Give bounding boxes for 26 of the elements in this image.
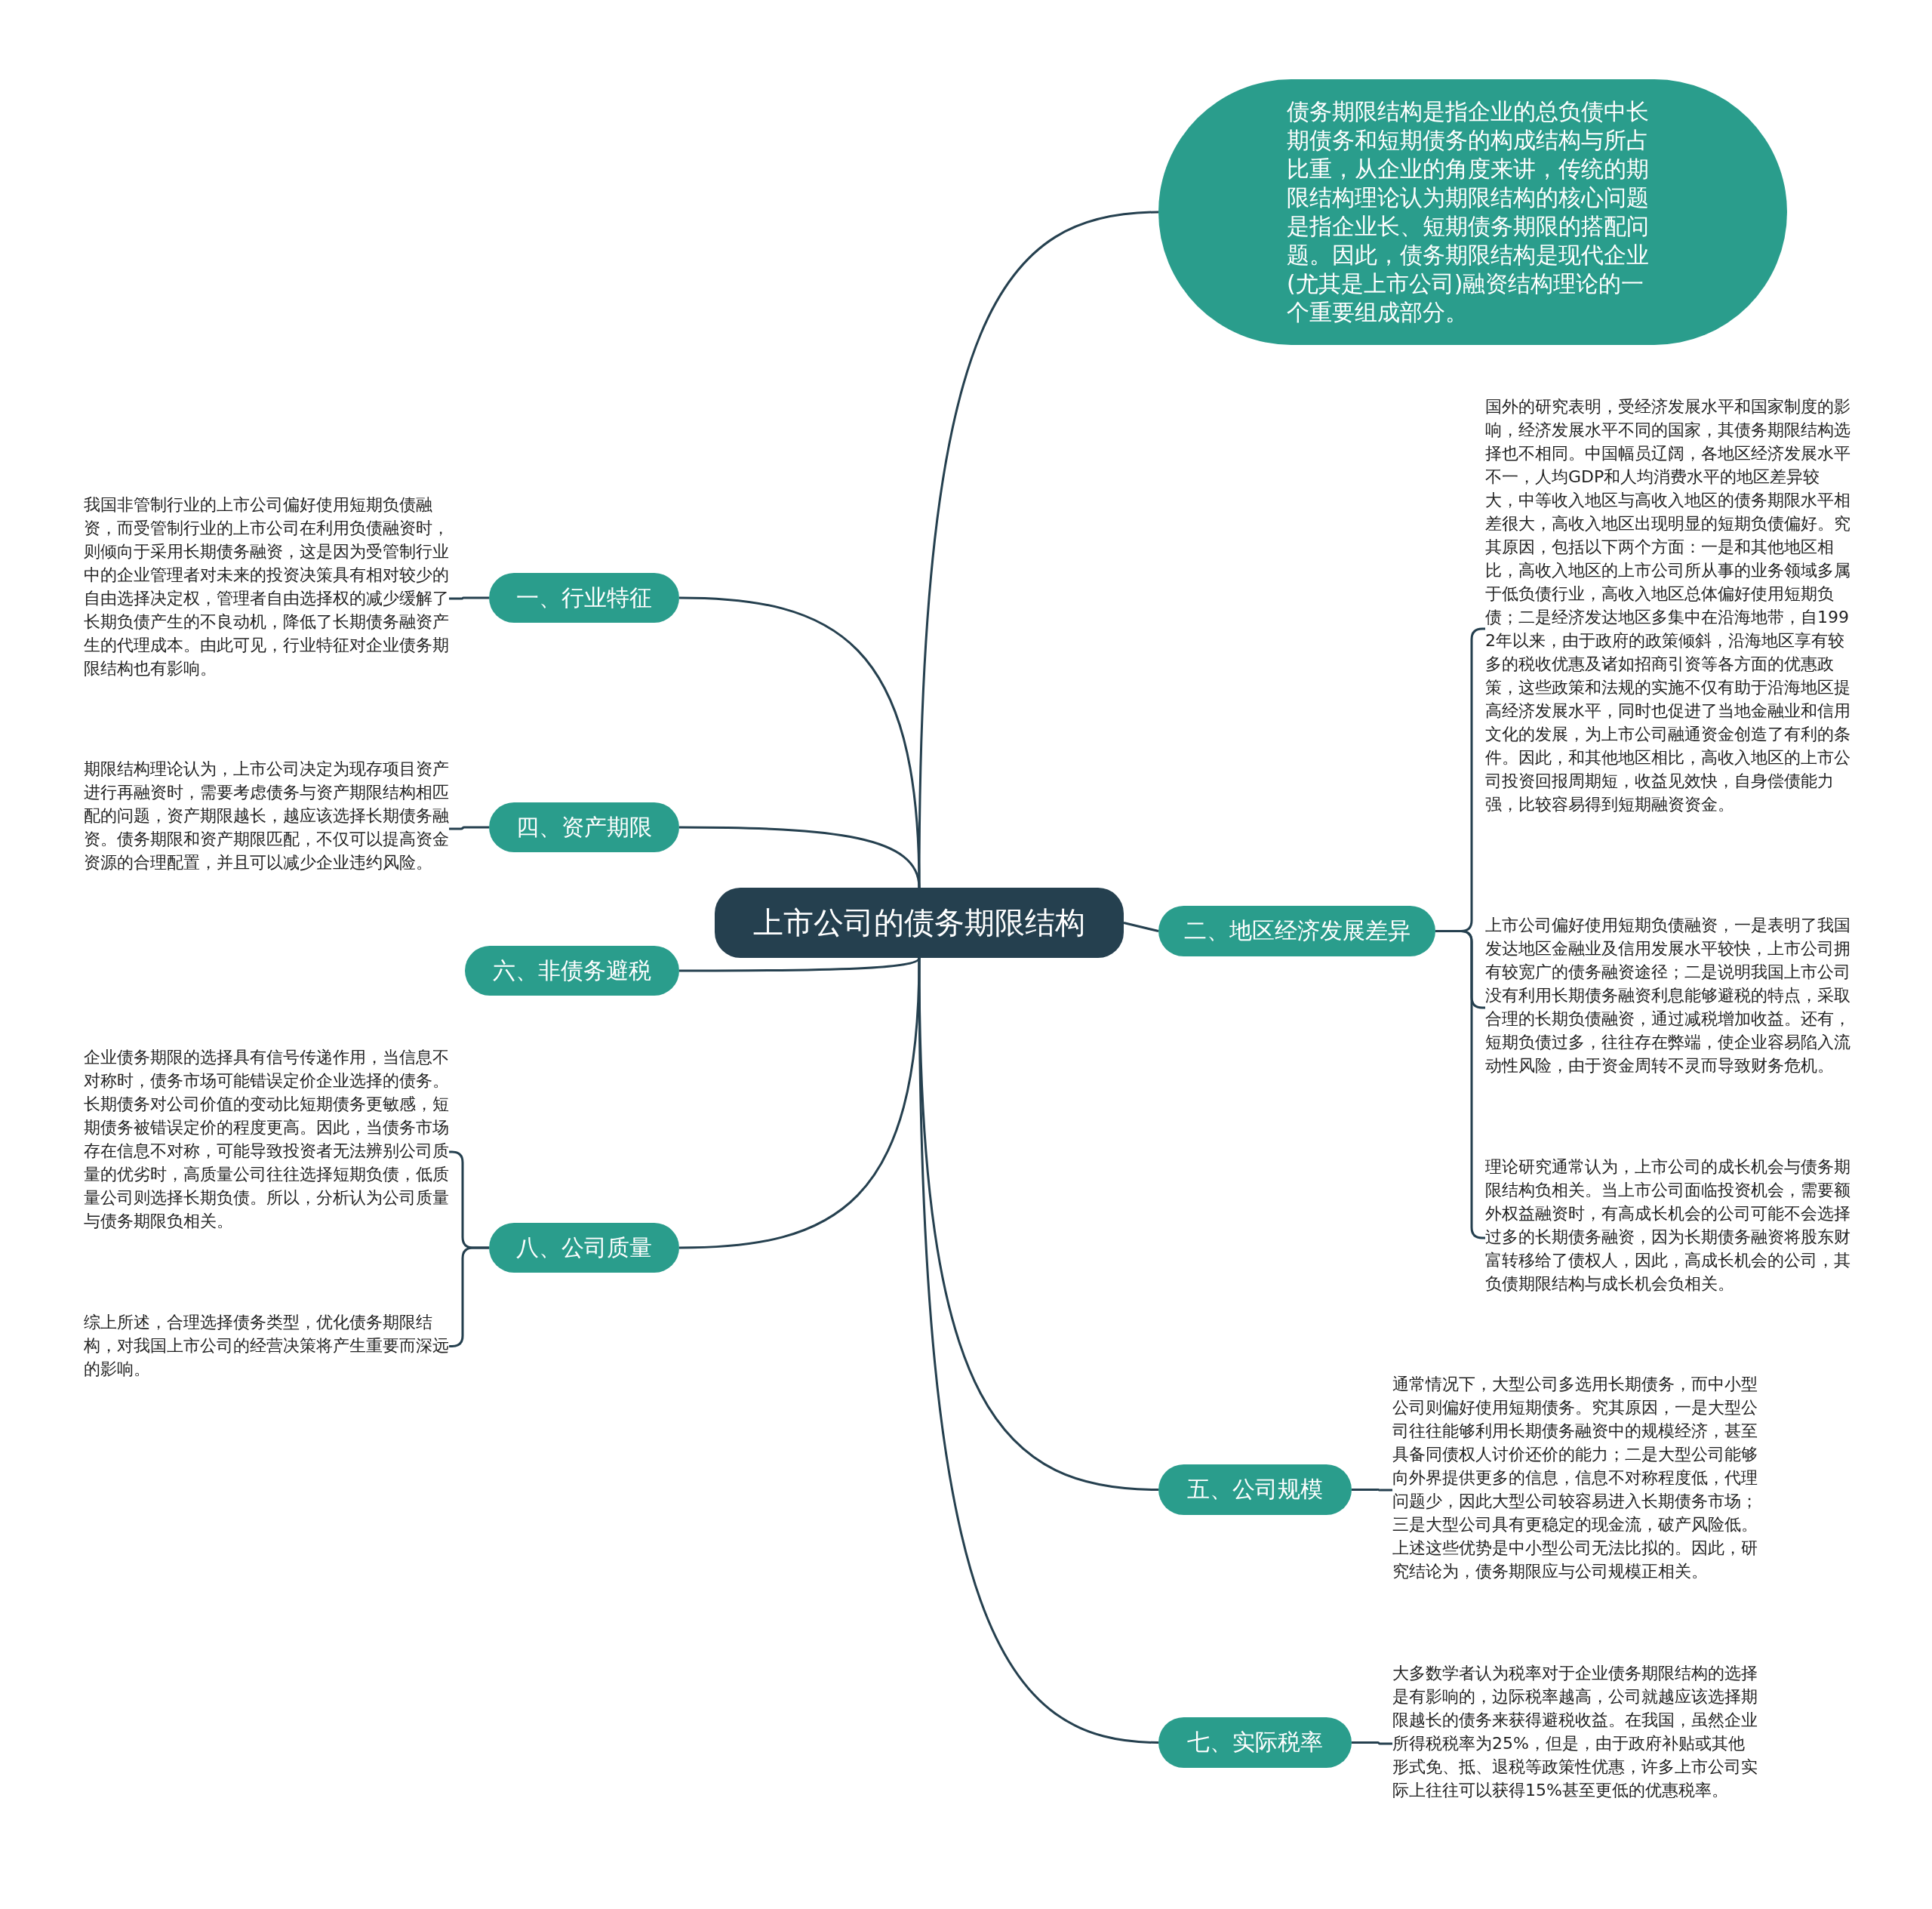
topic-pill: 一、行业特征 <box>489 573 679 623</box>
connector-line <box>449 596 489 600</box>
note-text: 通常情况下，大型公司多选用长期债务，而中小型公司则偏好使用短期债务。究其原因，一是大型公司往往能够利用长期债务融资中的规模经济，甚至具备同债权人讨价还价的能力；二是大型公司能够向外界提供更多的信息，信息不对称程度低，代理问题少，因此大型公司较容易进入长期债务市场；三是大型公司具有更稳定的现金流，破产风险低。上述这些优势是中小型公司无法比拟的。因此，研究结论为，债务期限应与公司规模正相关。 <box>1392 1372 1759 1608</box>
connector-line <box>678 957 921 1249</box>
topic-pill: 八、公司质量 <box>489 1223 679 1273</box>
note-text: 我国非管制行业的上市公司偏好使用短期负债融资，而受管制行业的上市公司在利用负债融资时，则倾向于采用长期债务融资，这是因为受管制行业中的企业管理者对未来的投资决策具有相对较少的自由选择决定权，管理者自由选择权的减少缓解了长期负债产生的不良动机，降低了长期债务融资产生的代理成本。由此可见，行业特征对企业债务期限结构也有影响。 <box>84 493 449 704</box>
connector-line <box>1352 1741 1392 1745</box>
connector-line <box>1123 922 1159 932</box>
note-text: 上市公司偏好使用短期负债融资，一是表明了我国发达地区金融业及信用发展水平较快，上市公司拥有较宽广的债务融资途径；二是说明我国上市公司没有利用长期债务融资利息能够避税的特点，采取合理的长期负债融资，通过减税增加收益。还有，短期负债过多，往往存在弊端，使企业容易陷入流动性风险，由于资金周转不灵而导致财务危机。 <box>1485 913 1852 1102</box>
note-text: 综上所述，合理选择债务类型，优化债务期限结构，对我国上市公司的经营决策将产生重要而深远的影响。 <box>84 1310 449 1382</box>
topic-pill: 四、资产期限 <box>489 802 679 852</box>
connector-line <box>918 958 1159 1744</box>
connector-line <box>1352 1489 1392 1492</box>
connector-line <box>679 826 921 888</box>
note-text: 理论研究通常认为，上市公司的成长机会与债务期限结构负相关。当上市公司面临投资机会，需要额外权益融资时，有高成长机会的公司可能不会选择过多的长期债务融资，因为长期债务融资将股东财富转移给了债权人，因此，高成长机会的公司，其负债期限结构与成长机会负相关。 <box>1485 1155 1852 1321</box>
connector-line <box>449 826 489 830</box>
topic-pill: 七、实际税率 <box>1158 1717 1352 1768</box>
topic-pill: 六、非债务避税 <box>465 946 679 996</box>
central-topic: 上市公司的债务期限结构 <box>715 888 1124 958</box>
note-text: 期限结构理论认为，上市公司决定为现存项目资产进行再融资时，需要考虑债务与资产期限结构相匹配的问题，资产期限越长，越应该选择长期债务融资。债务期限和资产期限匹配，不仅可以提高资金资源的合理配置，并且可以减少企业违约风险。 <box>84 757 449 901</box>
note-text: 大多数学者认为税率对于企业债务期限结构的选择是有影响的，边际税率越高，公司就越应该选择期限越长的债务来获得避税收益。在我国，虽然企业所得税税率为25%，但是，由于政府补贴或其他形式免、抵、退税等政策性优惠，许多上市公司实际上往往可以获得15%甚至更低的优惠税率。 <box>1392 1661 1759 1826</box>
connector-line <box>1435 930 1485 1239</box>
topic-pill: 二、地区经济发展差异 <box>1158 906 1435 956</box>
note-text: 企业债务期限的选择具有信号传递作用，当信息不对称时，债务市场可能错误定价企业选择的债务。长期债务对公司价值的变动比短期债务更敏感，短期债务被错误定价的程度更高。因此，当债务市场存在信息不对称，可能导致投资者无法辨别公司质量的优劣时，高质量公司往往选择短期负债，低质量公司则选择长期负债。所以，分析认为公司质量与债务期限负相关。 <box>84 1045 449 1258</box>
note-text: 国外的研究表明，受经济发展水平和国家制度的影响，经济发展水平不同的国家，其债务期限结构选择也不相同。中国幅员辽阔，各地区经济发展水平不一，人均GDP和人均消费水平的地区差异较大，中等收入地区与高收入地区的债务期限水平相差很大，高收入地区出现明显的短期负债偏好。究其原因，包括以下两个方面：一是和其他地区相比，高收入地区的上市公司所从事的业务领域多属于低负债行业，高收入地区总体偏好使用短期负债；二是经济发达地区多集中在沿海地带，自1992年以来，由于政府的政策倾斜，沿海地区享有较多的税收优惠及诸如招商引资等各方面的优惠政策，这些政策和法规的实施不仅有助于沿海地区提高经济发展水平，同时也促进了当地金融业和信用文化的发展，为上市公司融通资金创造了有利的条件。因此，和其他地区相比，高收入地区的上市公司投资回报周期短，收益见效快，自身偿债能力强，比较容易得到短期融资资金。 <box>1485 395 1852 863</box>
topic-pill: 五、公司规模 <box>1158 1464 1352 1515</box>
